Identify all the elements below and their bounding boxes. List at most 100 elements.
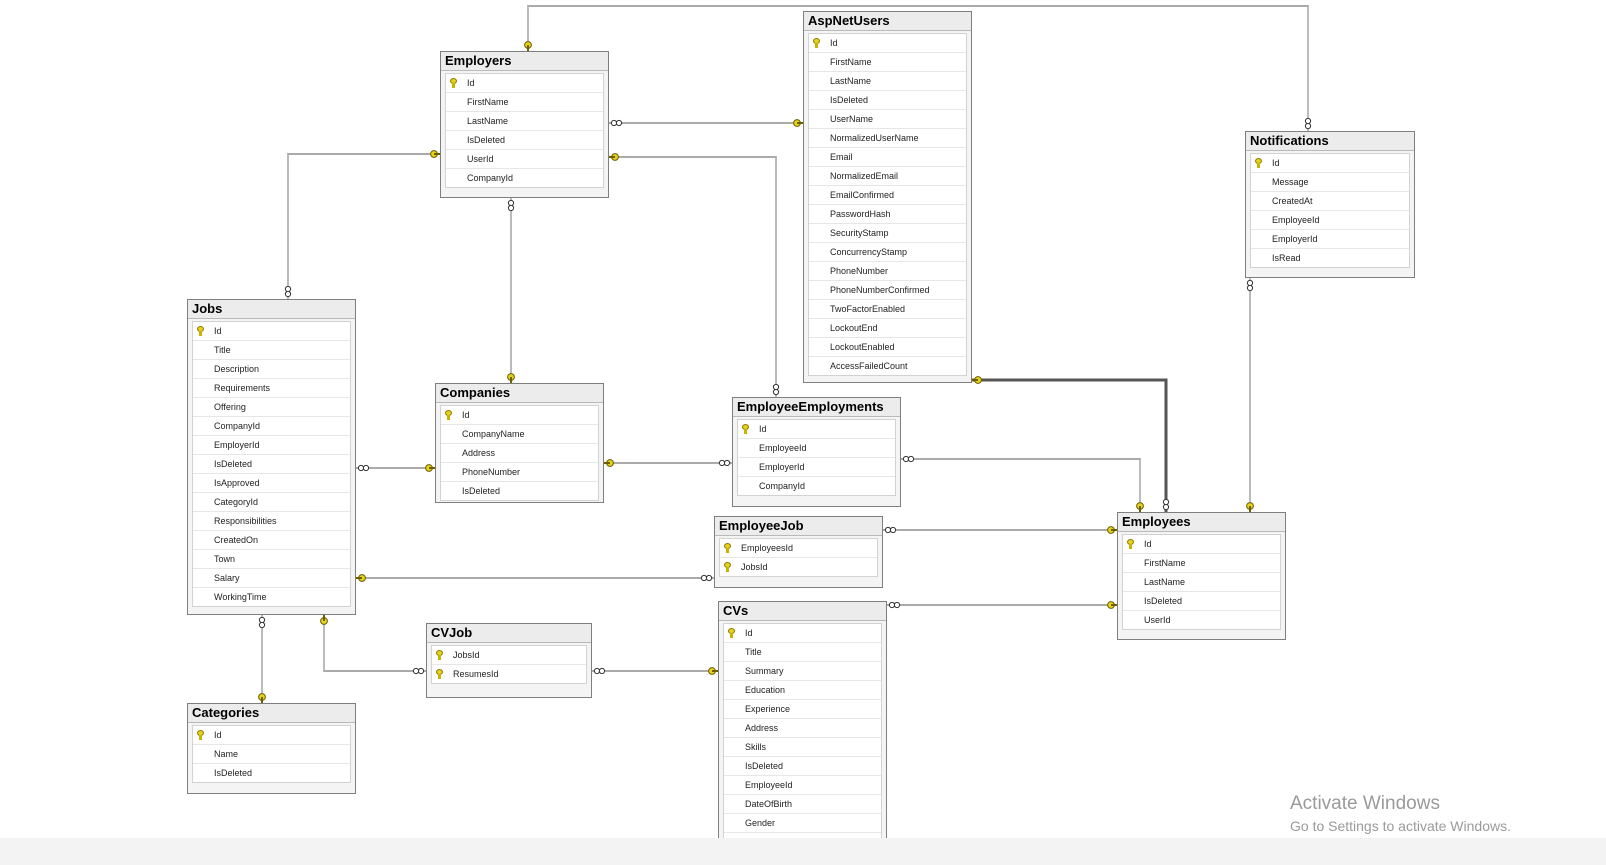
column-row[interactable]: EmployerId (1251, 230, 1409, 249)
column-row[interactable]: Offering (193, 398, 350, 417)
column-row[interactable]: NormalizedEmail (809, 167, 966, 186)
column-row[interactable]: UserId (446, 150, 603, 169)
column-row[interactable]: LockoutEnd (809, 319, 966, 338)
column-row[interactable]: IsDeleted (809, 91, 966, 110)
column-row[interactable]: Message (1251, 173, 1409, 192)
rel-jobs-employers[interactable] (284, 150, 440, 299)
rel-jobs-companies[interactable] (356, 464, 435, 472)
column-row[interactable]: Id (446, 74, 603, 93)
table-title[interactable]: EmployeeJob (715, 517, 882, 536)
column-row[interactable]: TwoFactorEnabled (809, 300, 966, 319)
rel-employeeemployments-companies[interactable] (604, 459, 732, 467)
rel-employees-aspnetusers[interactable] (972, 376, 1170, 512)
column-row[interactable]: Skills (724, 738, 881, 757)
column-row[interactable]: AccessFailedCount (809, 357, 966, 375)
column-row[interactable]: JobsId (720, 558, 877, 576)
column-row[interactable]: IsRead (1251, 249, 1409, 267)
column-row[interactable]: EmployerId (738, 458, 895, 477)
table-title[interactable]: CVJob (427, 624, 591, 643)
table-title[interactable]: Employers (441, 52, 608, 71)
rel-employers-companies[interactable] (507, 198, 515, 383)
column-row[interactable]: Description (193, 360, 350, 379)
rel-cvs-employees[interactable] (887, 601, 1117, 609)
column-row[interactable]: PasswordHash (809, 205, 966, 224)
column-row[interactable]: DateOfBirth (724, 795, 881, 814)
column-row[interactable]: IsDeleted (193, 764, 350, 782)
column-row[interactable]: Summary (724, 662, 881, 681)
rel-notifications-employees[interactable] (1246, 278, 1254, 512)
column-row[interactable]: Id (1251, 154, 1409, 173)
rel-employeejob-employees[interactable] (883, 526, 1117, 534)
table-title[interactable]: EmployeeEmployments (733, 398, 900, 417)
column-row[interactable]: PhoneNumberConfirmed (809, 281, 966, 300)
column-row[interactable]: FirstName (809, 53, 966, 72)
column-row[interactable]: PhoneNumber (441, 463, 598, 482)
table-title[interactable]: Companies (436, 384, 603, 403)
column-row[interactable]: CreatedAt (1251, 192, 1409, 211)
column-row[interactable]: Address (724, 719, 881, 738)
table-title[interactable]: Notifications (1246, 132, 1414, 151)
column-row[interactable]: LastName (1123, 573, 1280, 592)
table-title[interactable]: Jobs (188, 300, 355, 319)
column-row[interactable]: EmailConfirmed (809, 186, 966, 205)
column-row[interactable]: FirstName (1123, 554, 1280, 573)
column-row[interactable]: WorkingTime (193, 588, 350, 606)
column-row[interactable]: EmployeeId (724, 776, 881, 795)
column-row[interactable]: Id (809, 34, 966, 53)
column-row[interactable]: PhoneNumber (809, 262, 966, 281)
column-row[interactable]: LastName (446, 112, 603, 131)
column-row[interactable]: ResumesId (432, 665, 586, 683)
column-row[interactable]: Salary (193, 569, 350, 588)
column-row[interactable]: Id (441, 406, 598, 425)
column-row[interactable]: LockoutEnabled (809, 338, 966, 357)
column-row[interactable]: Email (809, 148, 966, 167)
column-row[interactable]: EmployerId (193, 436, 350, 455)
rel-employeejob-jobs[interactable] (356, 574, 714, 582)
column-row[interactable]: Town (193, 550, 350, 569)
column-row[interactable]: Id (738, 420, 895, 439)
column-row[interactable]: Name (193, 745, 350, 764)
column-row[interactable]: CompanyId (193, 417, 350, 436)
column-row[interactable]: IsDeleted (441, 482, 598, 500)
column-row[interactable]: EmployeeId (1251, 211, 1409, 230)
column-row[interactable]: ConcurrencyStamp (809, 243, 966, 262)
column-row[interactable]: IsApproved (193, 474, 350, 493)
table-title[interactable]: CVs (719, 602, 886, 621)
column-row[interactable]: Id (193, 726, 350, 745)
column-row[interactable]: Id (193, 322, 350, 341)
rel-jobs-categories[interactable] (258, 615, 266, 703)
column-row[interactable]: CreatedOn (193, 531, 350, 550)
column-row[interactable]: Id (724, 624, 881, 643)
column-row[interactable]: Experience (724, 700, 881, 719)
rel-employeeemployments-employees[interactable] (901, 455, 1144, 512)
column-row[interactable]: Education (724, 681, 881, 700)
column-row[interactable]: Responsibilities (193, 512, 350, 531)
rel-cvjob-jobs[interactable] (320, 615, 426, 675)
column-row[interactable]: IsDeleted (1123, 592, 1280, 611)
column-row[interactable]: FirstName (446, 93, 603, 112)
column-row[interactable]: CategoryId (193, 493, 350, 512)
column-row[interactable]: IsDeleted (193, 455, 350, 474)
table-title[interactable]: AspNetUsers (804, 12, 971, 31)
column-row[interactable]: JobsId (432, 646, 586, 665)
column-row[interactable]: UserId (1123, 611, 1280, 629)
column-row[interactable]: Address (441, 444, 598, 463)
rel-employeeemployments-employers[interactable] (609, 153, 780, 397)
column-row[interactable]: IsDeleted (724, 757, 881, 776)
column-row[interactable]: Id (1123, 535, 1280, 554)
table-title[interactable]: Categories (188, 704, 355, 723)
column-row[interactable]: CompanyId (446, 169, 603, 187)
column-row[interactable]: NormalizedUserName (809, 129, 966, 148)
column-row[interactable]: Title (724, 643, 881, 662)
